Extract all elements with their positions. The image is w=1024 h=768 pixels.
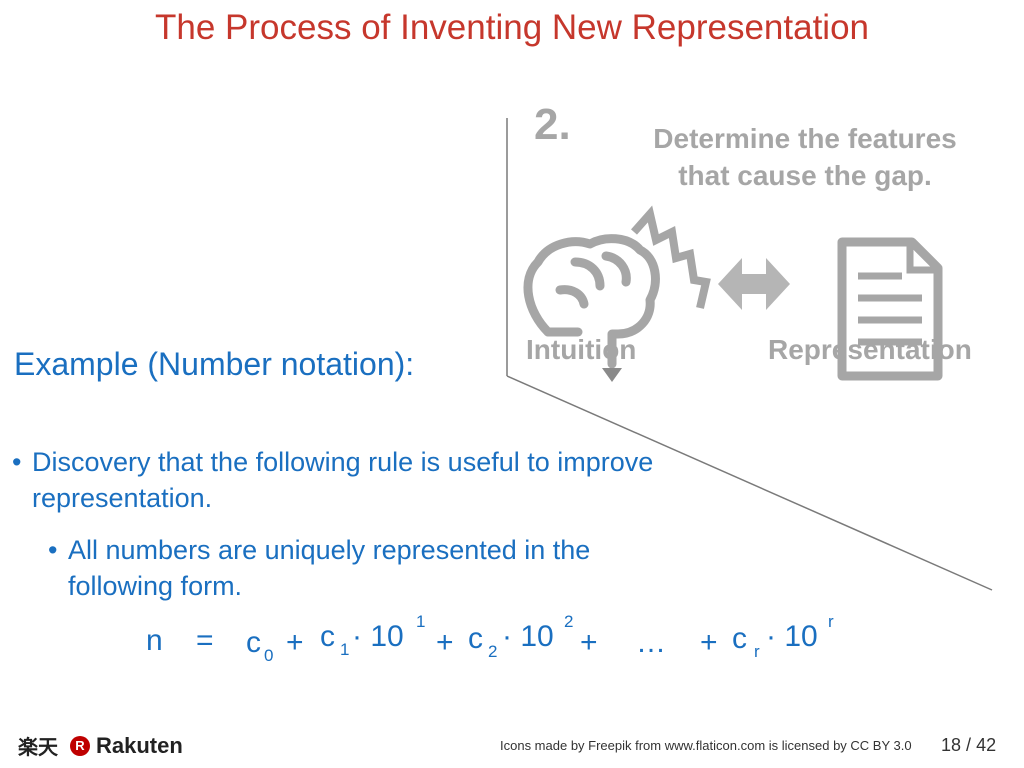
step-description: Determine the features that cause the ga… [615, 120, 995, 194]
logo-r-circle: R [70, 735, 90, 756]
formula-c2-subscript: 2 [488, 642, 498, 661]
formula-plus-2: + [436, 626, 454, 659]
intuition-arrow-head [602, 368, 622, 382]
page-separator: / [966, 735, 972, 755]
icon-attribution: Icons made by Freepik from www.flaticon.… [500, 738, 912, 753]
step-description-line-2: that cause the gap. [678, 160, 932, 191]
formula-plus-3: + [580, 626, 598, 659]
step-description-line-1: Determine the features [653, 123, 957, 154]
formula-exponent-2: 2 [564, 612, 574, 631]
document-icon [837, 237, 943, 381]
current-page: 18 [941, 735, 962, 755]
formula-c2: c [468, 622, 483, 655]
formula-power-r: · 10 [766, 620, 818, 653]
formula-n: n [146, 624, 163, 657]
bullet-item-1: • Discovery that the following rule is u… [12, 444, 672, 516]
bullet-text: Discovery that the following rule is use… [32, 447, 654, 513]
logo-wordmark: Rakuten [96, 732, 183, 758]
formula-power-2: · 10 [502, 620, 554, 653]
formula-plus-1: + [286, 626, 304, 659]
brain-icon [523, 234, 660, 369]
bullet-text: All numbers are uniquely represented in … [68, 535, 591, 601]
formula-c0: c [246, 626, 261, 659]
step-number: 2. [534, 100, 571, 149]
formula-ellipsis: … [636, 626, 666, 659]
panel-bottom-edge [506, 375, 993, 591]
formula-plus-4: + [700, 626, 718, 659]
total-pages: 42 [976, 735, 997, 755]
formula-exponent-1: 1 [416, 612, 426, 631]
lightning-icon [631, 205, 711, 309]
page-number: 18 / 42 [941, 735, 996, 756]
rakuten-logo: 楽天 R Rakuten [18, 731, 183, 760]
formula-c0-subscript: 0 [264, 646, 274, 665]
formula-exponent-r: r [828, 612, 834, 631]
formula-equals: = [196, 624, 214, 657]
bullet-dot: • [12, 447, 22, 477]
formula-cr-subscript: r [754, 642, 760, 661]
formula-c1: c [320, 620, 335, 653]
formula-c1-subscript: 1 [340, 640, 350, 659]
formula-cr: c [732, 622, 747, 655]
bullet-dot: • [48, 535, 58, 565]
example-heading: Example (Number notation): [14, 346, 415, 382]
double-arrow-icon [718, 258, 790, 310]
formula-power-1: · 10 [352, 620, 404, 653]
logo-kanji: 楽天 [18, 737, 58, 759]
bullet-item-2: • All numbers are uniquely represented i… [48, 532, 668, 604]
slide-title: The Process of Inventing New Representat… [155, 8, 869, 47]
number-notation-formula: n = c 0 + c 1 · 10 1 + c 2 · 10 2 + … + … [146, 612, 834, 665]
representation-label: Representation [768, 334, 972, 365]
logo-r-letter: R [75, 737, 85, 753]
intuition-label: Intuition [526, 334, 637, 365]
